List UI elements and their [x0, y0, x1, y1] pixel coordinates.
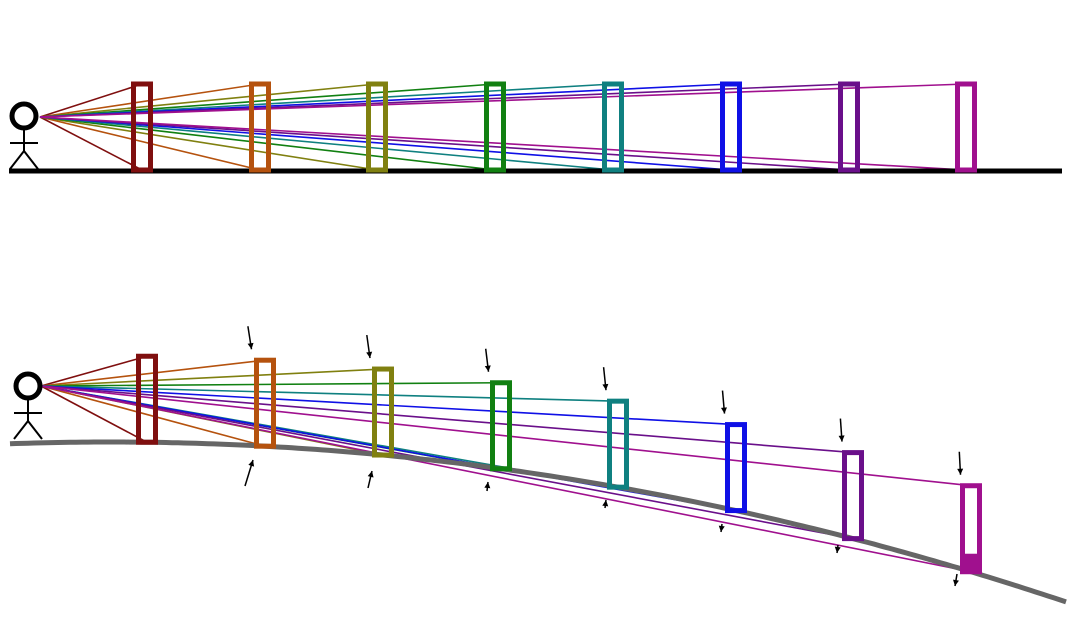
base-arrow-8-head-icon: [953, 579, 959, 586]
base-arrow-3-head-icon: [367, 471, 374, 478]
sightline-top-8: [40, 385, 972, 487]
post-7: [838, 81, 860, 173]
post-6: [725, 422, 747, 514]
sightline-base-1: [40, 385, 148, 443]
top-arrow-2-head-icon: [247, 342, 254, 350]
post-1: [131, 81, 153, 173]
curved-ground-line: [9, 439, 1067, 605]
sightline-top-7: [40, 385, 854, 454]
observer-right-leg: [23, 150, 39, 170]
sightline-top-3: [40, 368, 384, 387]
sightline-top-1: [39, 83, 143, 118]
top-arrow-6-head-icon: [720, 407, 727, 414]
base-arrow-5-head-icon: [602, 500, 609, 507]
post-1: [136, 353, 158, 445]
post-2: [254, 357, 276, 449]
top-arrow-5-head-icon: [602, 383, 609, 391]
base-arrow-2-head-icon: [248, 460, 255, 467]
sightline-base-1: [39, 116, 143, 171]
top-arrow-4-head-icon: [484, 365, 491, 372]
observer-head-icon: [9, 101, 39, 131]
sightline-base-7: [39, 116, 850, 171]
post-5: [602, 81, 624, 173]
post-8-hidden-base: [962, 553, 980, 572]
post-4: [490, 380, 512, 472]
base-arrow-6-head-icon: [718, 525, 725, 532]
observer-right-leg: [27, 420, 43, 440]
top-arrow-8-head-icon: [957, 468, 964, 475]
sightline-top-1: [40, 355, 148, 387]
top-arrow-7-head-icon: [838, 435, 845, 442]
post-6: [720, 81, 742, 173]
post-8: [955, 81, 977, 173]
post-5: [607, 398, 629, 490]
post-2: [249, 81, 271, 173]
post-7: [842, 450, 864, 542]
sightline-top-3: [39, 83, 378, 118]
observer-left-leg: [13, 420, 29, 440]
curved-earth-panel: [9, 326, 1067, 605]
sightline-base-8: [40, 385, 972, 573]
observer-head-icon: [13, 371, 43, 401]
post-4: [484, 81, 506, 173]
base-arrow-4-head-icon: [484, 482, 491, 489]
base-arrow-7-head-icon: [834, 546, 841, 553]
flat-earth-panel: [9, 81, 1062, 174]
post-3: [372, 366, 394, 458]
sightline-base-3: [39, 116, 378, 171]
post-3: [366, 81, 388, 173]
top-arrow-3-head-icon: [366, 351, 373, 359]
observer-left-leg: [9, 150, 25, 170]
